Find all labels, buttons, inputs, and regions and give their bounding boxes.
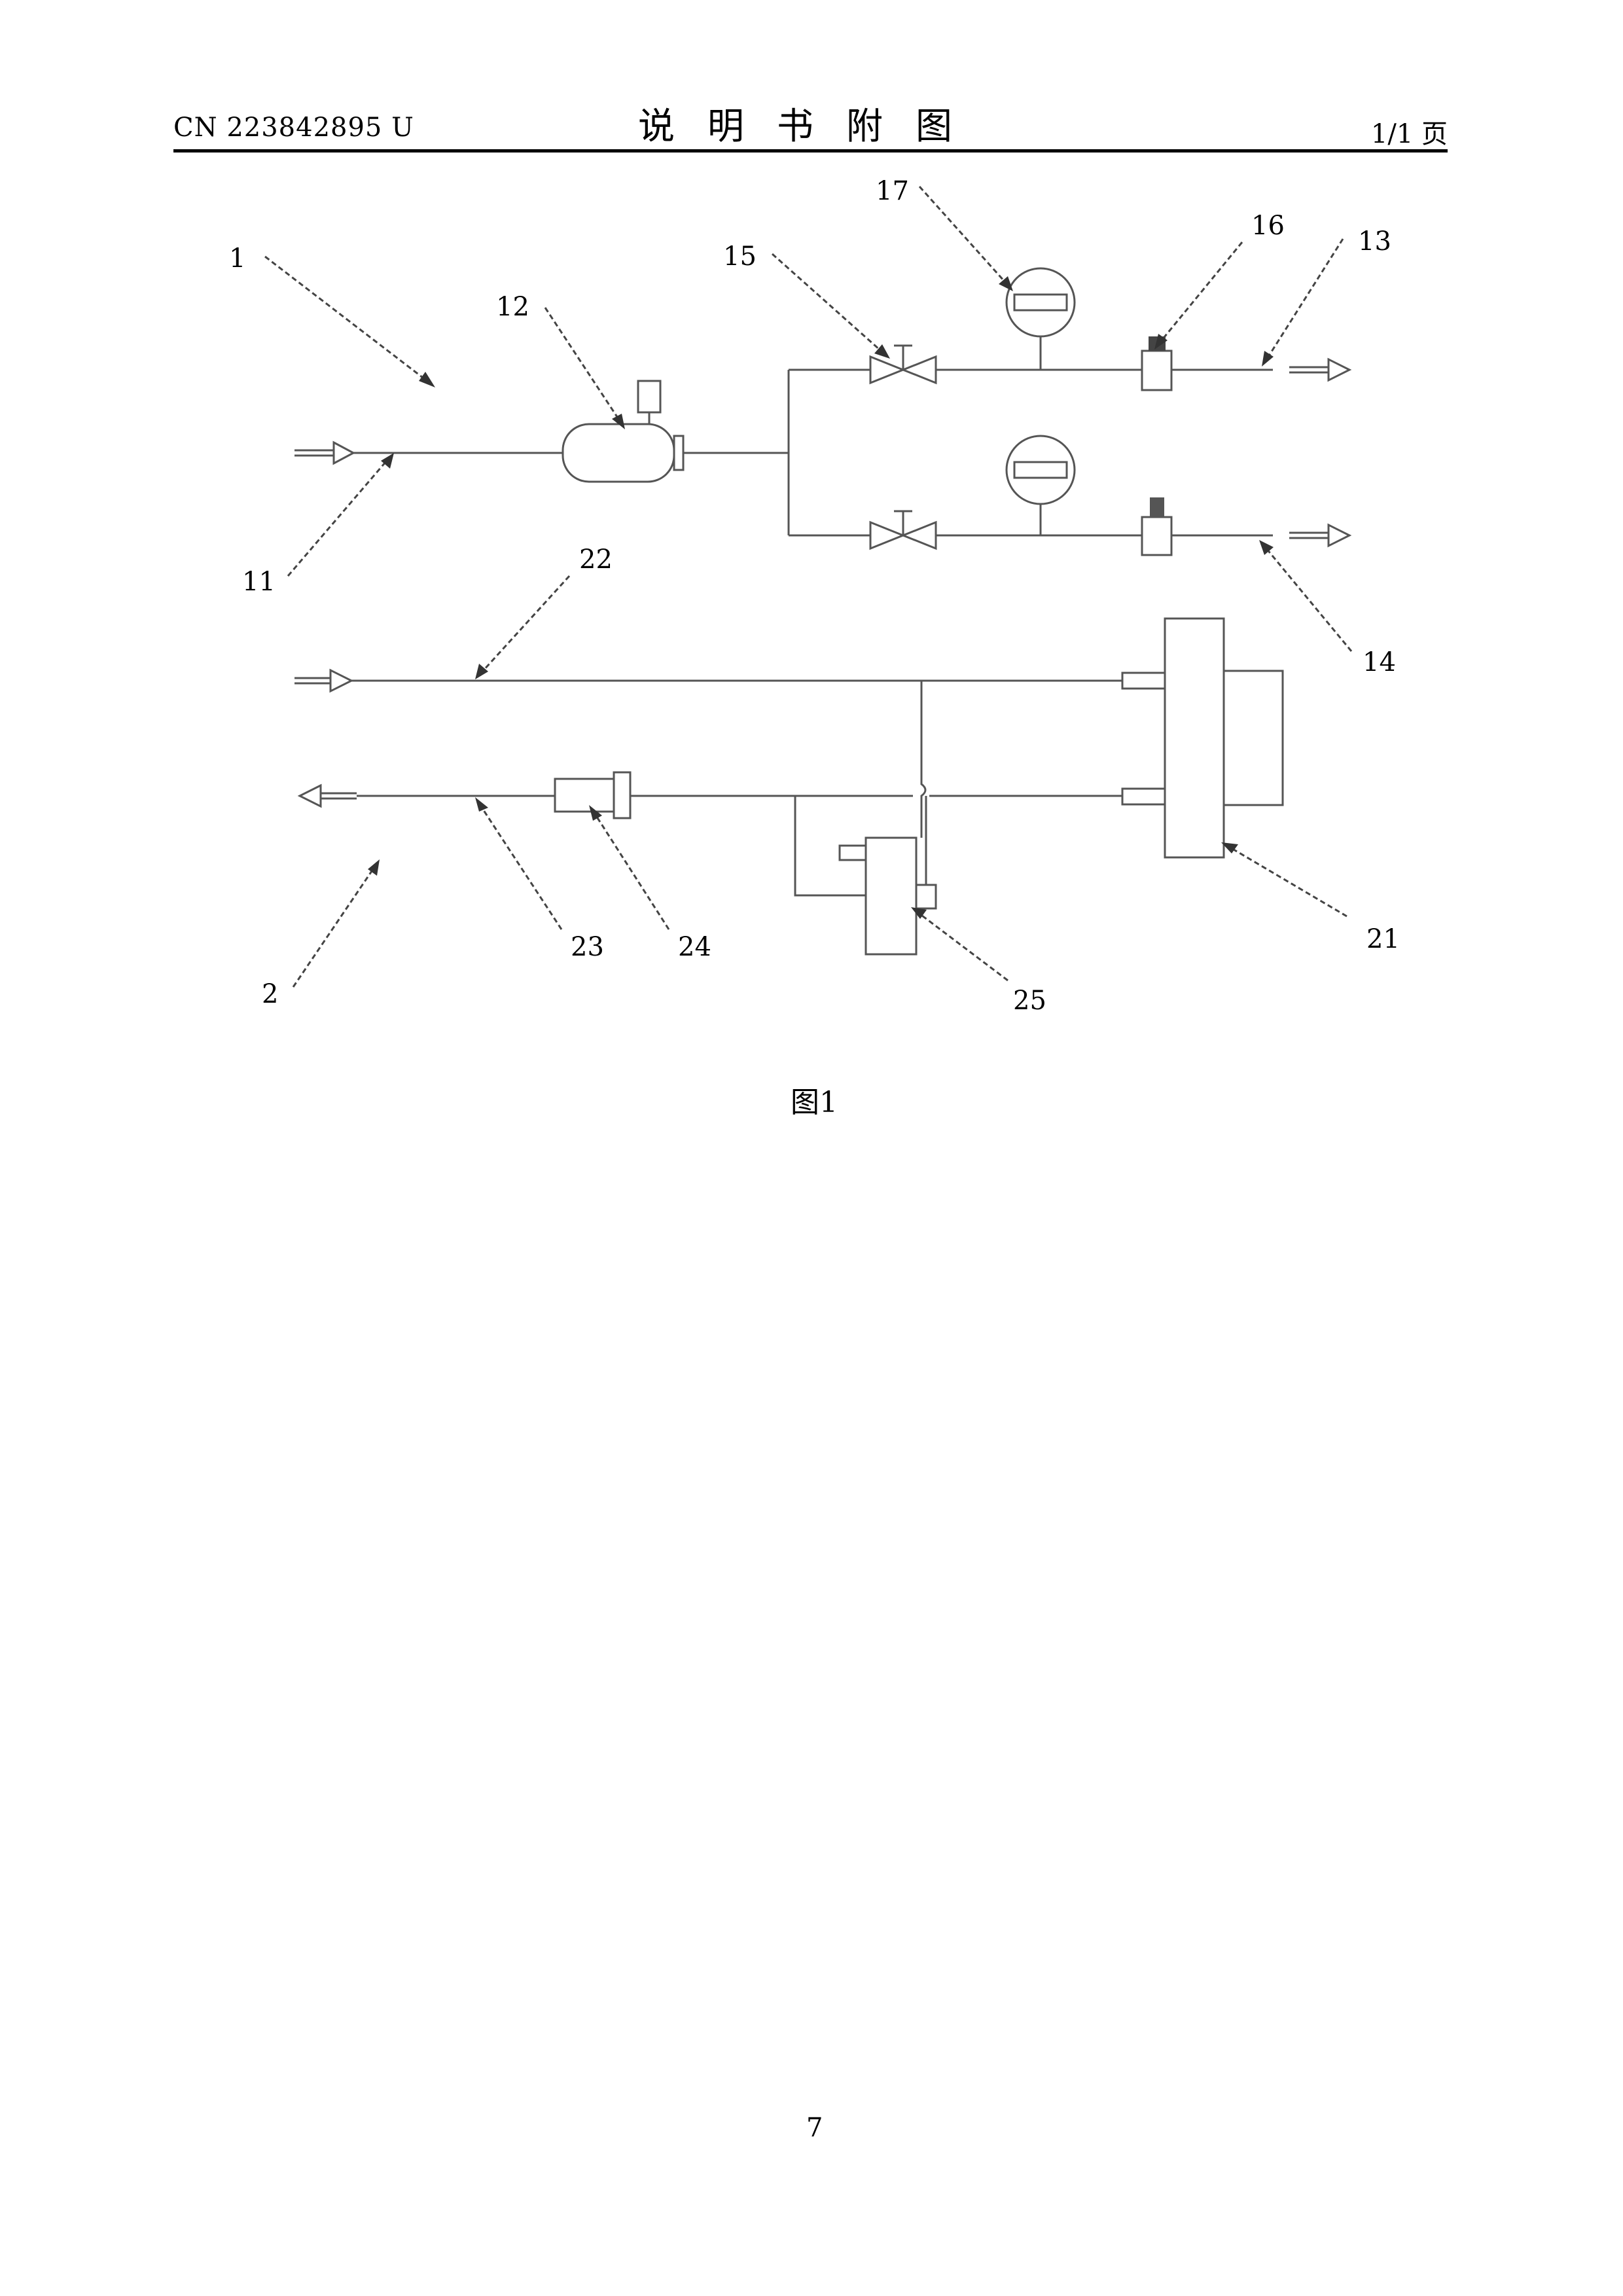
pump-25 <box>795 796 936 954</box>
label-24: 24 <box>678 932 711 962</box>
bypass-vertical <box>921 681 925 838</box>
figure-caption: 图1 <box>791 1079 838 1121</box>
label-21: 21 <box>1366 924 1400 954</box>
outlet-arrow-23 <box>300 785 357 806</box>
label-11: 11 <box>242 567 276 597</box>
main-unit-21 <box>1122 619 1283 857</box>
valve-lower <box>870 511 936 548</box>
inlet-arrow-system-1 <box>294 442 353 463</box>
sensor-lower <box>1142 497 1171 555</box>
outlet-arrow-13 <box>1289 359 1349 380</box>
label-23: 23 <box>571 932 604 962</box>
label-15: 15 <box>723 242 757 272</box>
label-16: 16 <box>1251 211 1285 241</box>
label-12: 12 <box>496 292 529 322</box>
pressure-gauge-17 <box>1007 268 1075 370</box>
label-25: 25 <box>1013 986 1046 1016</box>
outlet-arrow-14 <box>1289 525 1349 546</box>
schematic-figure: 1 12 17 15 16 13 11 22 14 21 2 23 24 25 <box>0 0 1623 1178</box>
label-13: 13 <box>1358 226 1391 257</box>
label-22: 22 <box>579 545 613 575</box>
filter-tank-12 <box>563 381 683 482</box>
inlet-arrow-22 <box>294 670 351 691</box>
leader-lines <box>265 187 1351 987</box>
label-17: 17 <box>876 176 909 206</box>
page-number: 7 <box>806 2113 823 2143</box>
pressure-gauge-lower <box>1007 436 1075 535</box>
label-1: 1 <box>229 243 245 274</box>
label-2: 2 <box>262 979 278 1009</box>
label-14: 14 <box>1363 647 1396 677</box>
